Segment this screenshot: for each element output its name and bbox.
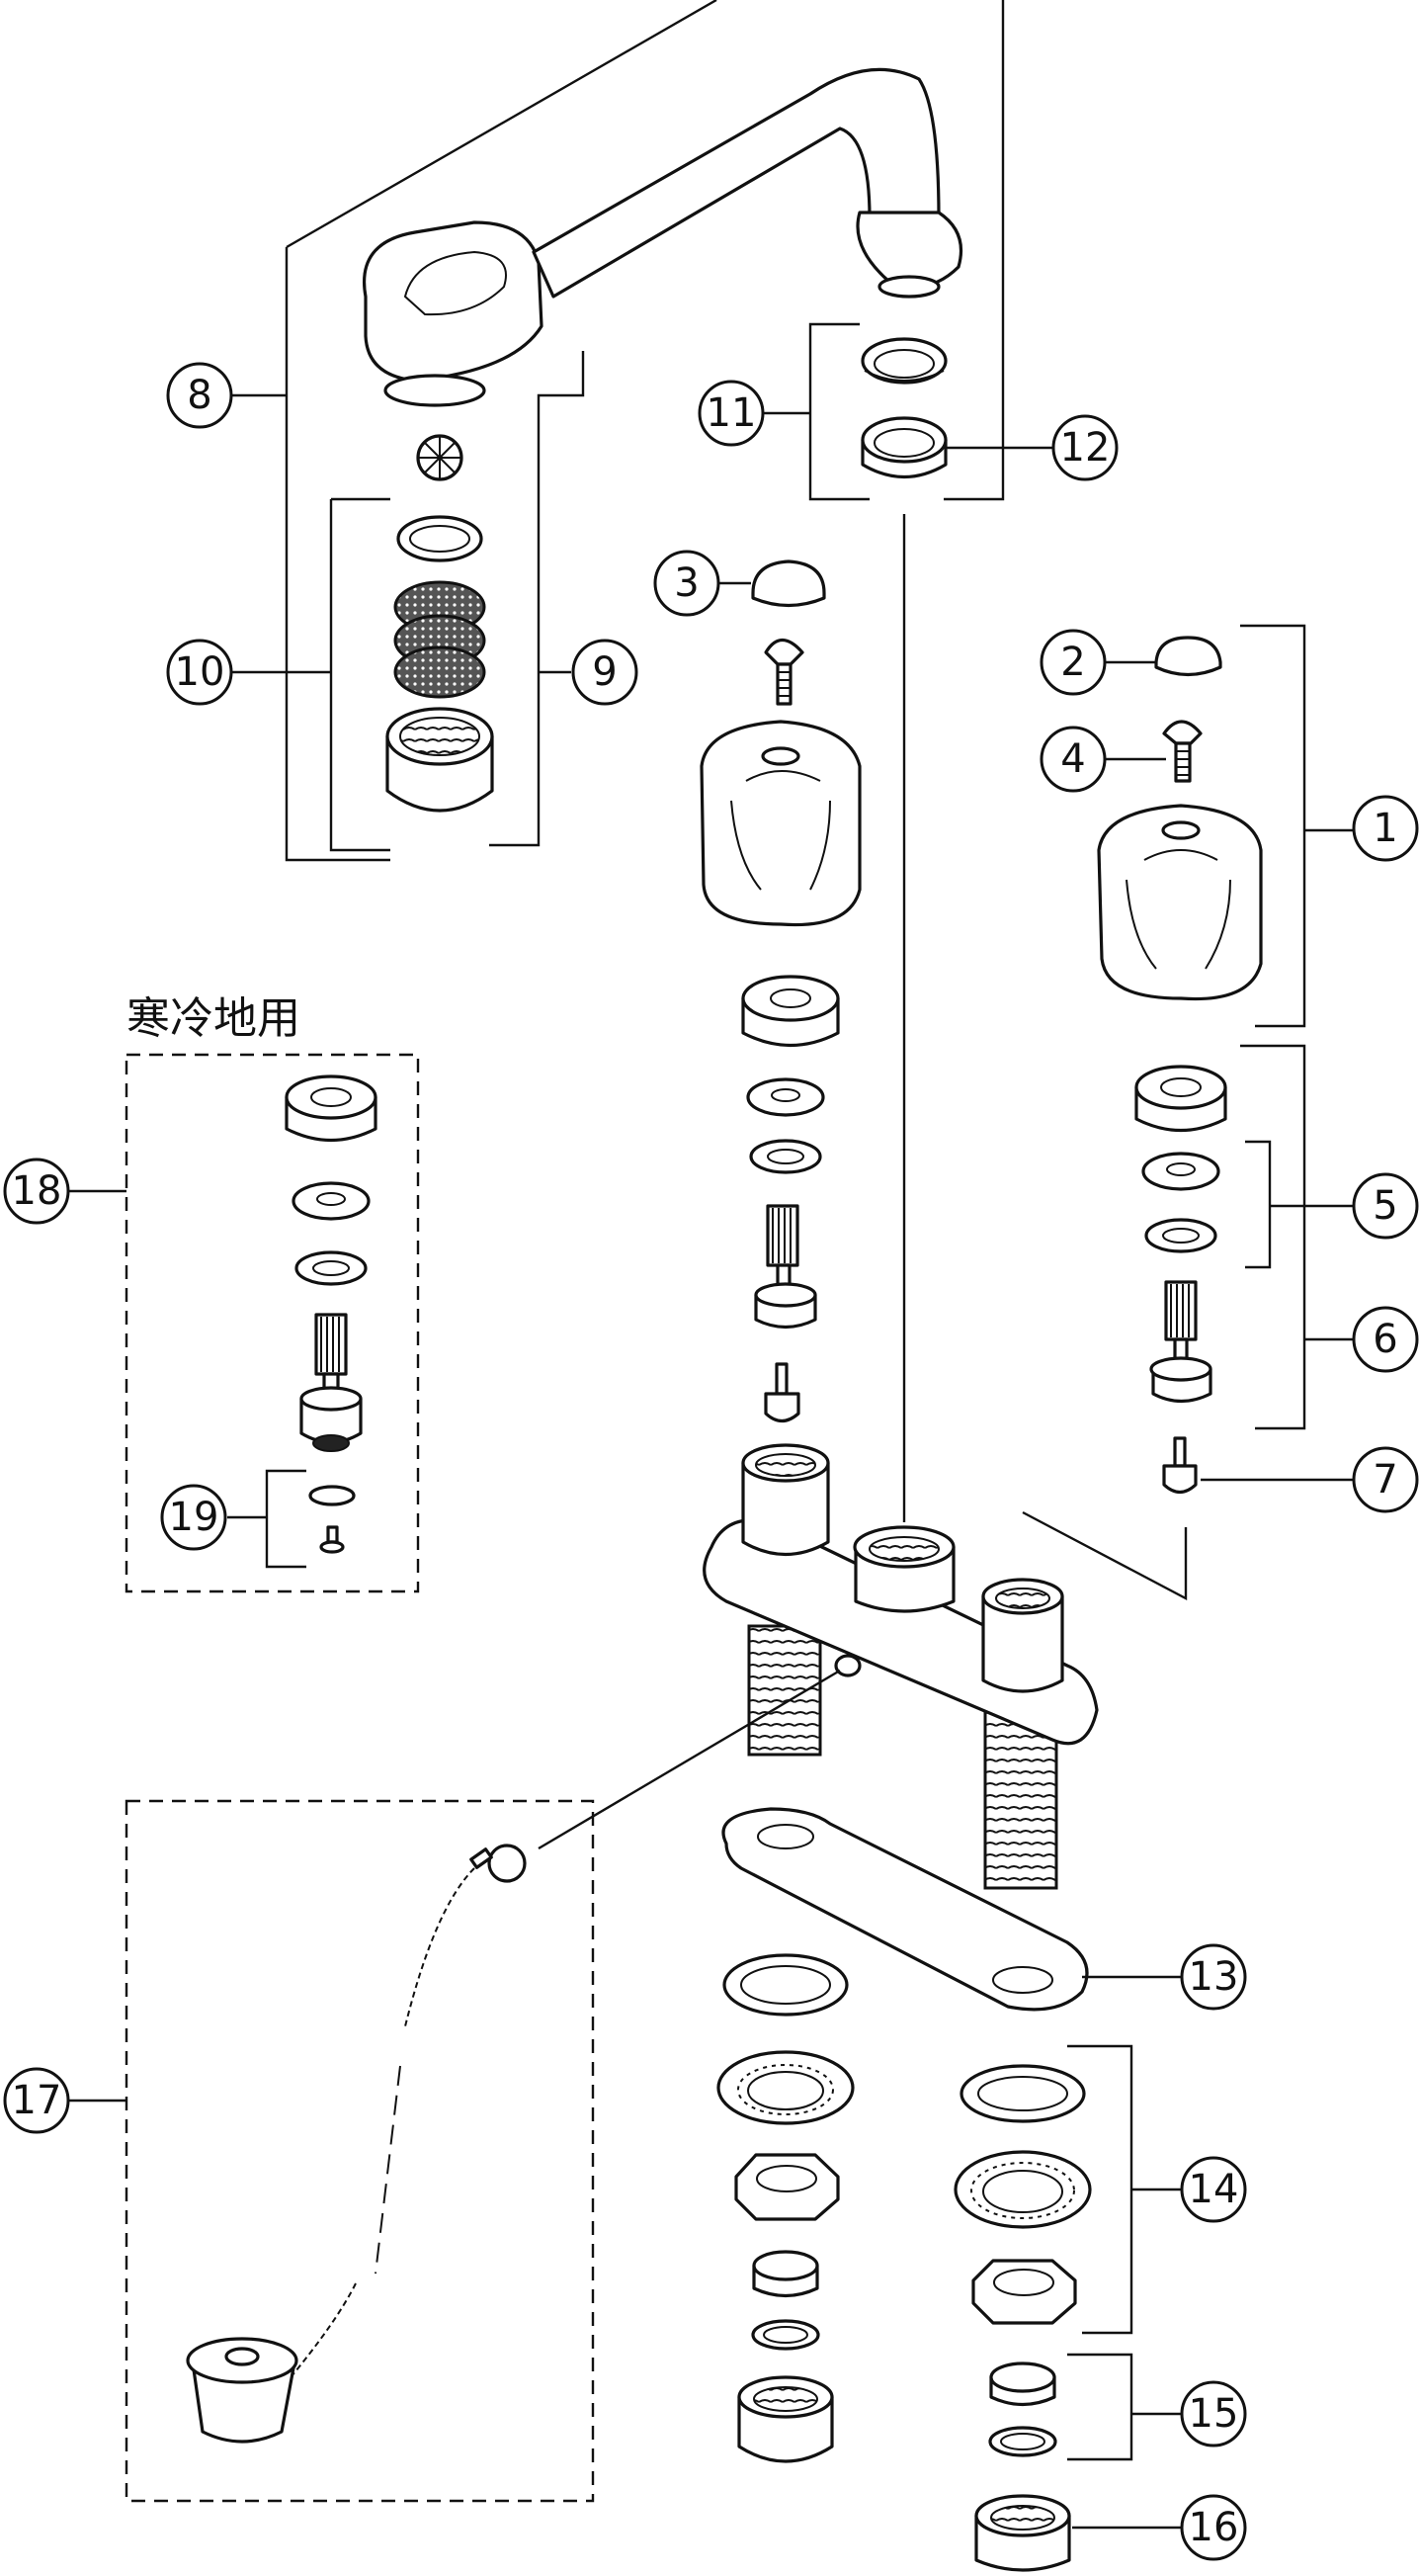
svg-text:18: 18 <box>12 1168 62 1214</box>
callout-8: 8 <box>166 362 233 429</box>
lock-washer-left <box>716 2050 855 2125</box>
handle-right <box>1097 804 1263 1001</box>
callout-18: 18 <box>3 1158 70 1225</box>
screw-left <box>764 638 804 706</box>
aerator-ring <box>396 515 483 562</box>
screw-right <box>1162 720 1203 783</box>
callout-19: 19 <box>160 1484 227 1551</box>
svg-text:19: 19 <box>169 1495 219 1540</box>
svg-text:16: 16 <box>1189 2505 1239 2550</box>
cold-region-label: 寒冷地用 <box>126 993 300 1044</box>
callout-3: 3 <box>653 550 720 617</box>
callout-17: 17 <box>3 2067 70 2134</box>
callout-2: 2 <box>1040 629 1107 696</box>
valve-pin-left <box>764 1362 800 1423</box>
callout-4: 4 <box>1040 726 1107 793</box>
cold-small-screw <box>319 1525 345 1554</box>
svg-text:11: 11 <box>707 390 757 436</box>
svg-text:5: 5 <box>1373 1183 1397 1229</box>
svg-text:6: 6 <box>1373 1317 1397 1362</box>
spout <box>363 67 963 407</box>
locknut-left <box>734 2153 840 2221</box>
ring-left <box>751 2319 820 2351</box>
svg-text:1: 1 <box>1373 806 1397 851</box>
svg-text:4: 4 <box>1060 736 1085 782</box>
faucet-body <box>703 1443 1099 1890</box>
svg-text:8: 8 <box>187 373 211 418</box>
cold-washer-b <box>294 1250 368 1286</box>
spout-seal-11 <box>861 337 948 385</box>
svg-text:15: 15 <box>1189 2391 1239 2437</box>
chain <box>286 1844 527 2383</box>
cold-small-washer <box>308 1485 356 1506</box>
svg-text:17: 17 <box>12 2078 62 2123</box>
svg-text:13: 13 <box>1189 1954 1239 2000</box>
svg-text:3: 3 <box>674 560 699 606</box>
ring-right <box>988 2426 1057 2457</box>
washer-right-a <box>1141 1152 1220 1191</box>
spindle-right <box>1149 1280 1212 1404</box>
callout-5: 5 <box>1352 1172 1419 1240</box>
callout-11: 11 <box>698 380 765 447</box>
cap-nut-right <box>974 2494 1071 2572</box>
drain-plug <box>186 2337 298 2444</box>
nut-left <box>741 975 840 1047</box>
callout-13: 13 <box>1180 1943 1247 2011</box>
cap-2 <box>1154 636 1222 677</box>
lock-washer-right <box>954 2150 1092 2229</box>
locknut-right <box>971 2259 1077 2325</box>
valve-pin-right <box>1162 1436 1198 1495</box>
handle-left <box>700 720 862 927</box>
cap-3 <box>751 559 826 608</box>
mounting-plate <box>721 1807 1089 2012</box>
nut-right <box>1134 1065 1227 1133</box>
callout-1: 1 <box>1352 795 1419 862</box>
sleeve-left <box>752 2250 819 2298</box>
svg-text:12: 12 <box>1060 425 1111 471</box>
callout-16: 16 <box>1180 2494 1247 2561</box>
callout-9: 9 <box>571 639 638 706</box>
callout-15: 15 <box>1180 2380 1247 2447</box>
svg-text:10: 10 <box>175 649 225 695</box>
gasket-left <box>722 1953 849 2017</box>
spindle-left <box>754 1204 817 1330</box>
chain-plug-box <box>125 1799 595 2503</box>
cold-washer-a <box>292 1181 371 1221</box>
callout-14: 14 <box>1180 2156 1247 2223</box>
sleeve-right <box>989 2361 1056 2407</box>
gasket-right <box>960 2064 1086 2123</box>
spout-seal-12 <box>861 416 948 479</box>
cap-nut-left <box>737 2375 834 2463</box>
washer-left-b <box>749 1139 822 1174</box>
aerator-mesh <box>393 580 486 699</box>
cold-region-box <box>125 1053 420 1593</box>
svg-text:14: 14 <box>1189 2167 1239 2212</box>
aerator-star <box>416 434 463 481</box>
svg-text:7: 7 <box>1373 1457 1397 1503</box>
callout-6: 6 <box>1352 1306 1419 1373</box>
callout-12: 12 <box>1051 414 1119 481</box>
callout-10: 10 <box>166 639 233 706</box>
callout-7: 7 <box>1352 1446 1419 1513</box>
cold-nut <box>285 1074 377 1143</box>
washer-right-b <box>1144 1218 1217 1253</box>
washer-left-a <box>746 1077 825 1117</box>
aerator-cap <box>385 707 494 813</box>
svg-text:2: 2 <box>1060 640 1085 685</box>
svg-text:9: 9 <box>592 649 617 695</box>
cold-spindle <box>299 1313 363 1452</box>
